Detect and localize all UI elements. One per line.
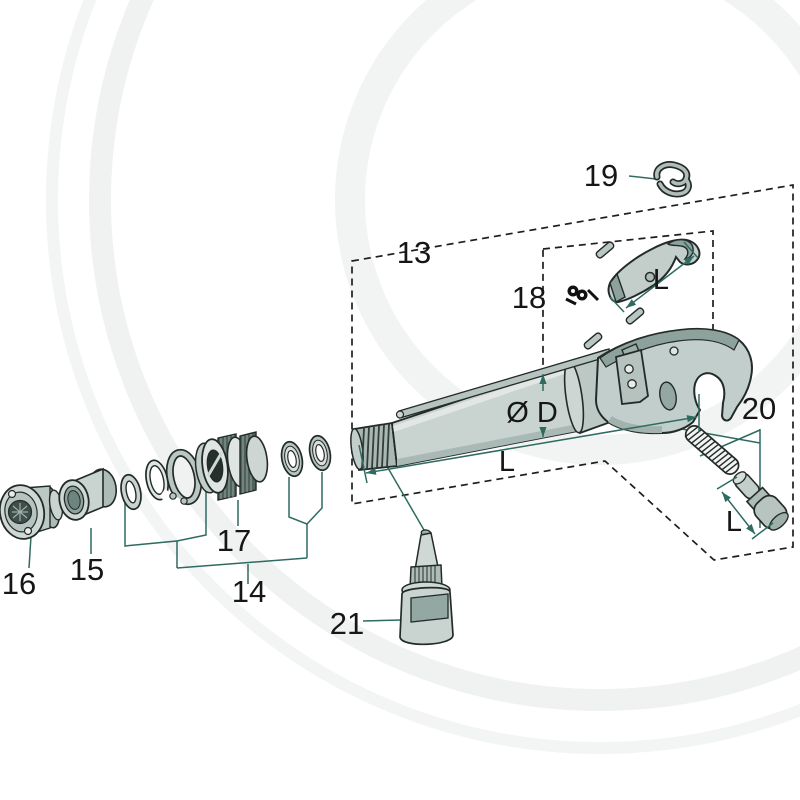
part-17-guide-nut xyxy=(194,431,269,501)
label-13: 13 xyxy=(397,235,431,270)
part-washer xyxy=(145,459,169,501)
part-15-bushing xyxy=(58,467,118,521)
spool-hole xyxy=(23,526,33,536)
part-seal-2 xyxy=(308,434,332,472)
bracket-rings-left xyxy=(124,497,178,568)
label-16: 16 xyxy=(2,566,36,601)
dim-knob-length: L xyxy=(716,476,774,540)
label-15: 15 xyxy=(70,552,104,587)
dashed-box-13 xyxy=(351,183,794,561)
bracket-rings-right-2 xyxy=(306,472,323,525)
pin-3 xyxy=(583,332,603,350)
bracket-rings-right xyxy=(288,477,308,558)
part-o-ring xyxy=(120,473,142,511)
thread-section xyxy=(350,421,398,471)
latch-length-label: L xyxy=(653,264,669,296)
hook-slot xyxy=(659,381,677,411)
label-18: 18 xyxy=(512,280,546,315)
dim-shaft-length: L xyxy=(358,394,700,484)
spring-icon xyxy=(565,285,600,306)
part-21-bottle xyxy=(399,529,454,646)
part-19-clip xyxy=(653,161,692,198)
label-20: 20 xyxy=(742,391,776,426)
shaft-diameter-label: Ø D xyxy=(506,397,558,429)
bottle-nozzle xyxy=(414,532,439,571)
dim-latch-length: L xyxy=(609,241,699,313)
hook-hole xyxy=(669,346,679,356)
label-14: 14 xyxy=(232,574,266,609)
main-shaft-assembly xyxy=(350,327,753,471)
part-16-spool xyxy=(0,484,64,540)
latch-bracket xyxy=(615,343,649,405)
part-18-group: L xyxy=(565,238,701,350)
part-20-spring xyxy=(684,425,740,475)
leader-21 xyxy=(362,619,402,622)
label-19: 19 xyxy=(584,158,618,193)
spool-hole xyxy=(7,489,17,499)
pin-2 xyxy=(625,307,645,325)
shaft-length-label: L xyxy=(499,446,515,478)
part-seal-1 xyxy=(280,440,304,478)
bottle-label xyxy=(410,593,449,623)
label-17: 17 xyxy=(217,523,251,558)
knob-length-label: L xyxy=(726,506,742,538)
pin-1 xyxy=(595,241,615,259)
labels: 13 14 15 16 17 18 19 20 21 xyxy=(2,158,776,641)
leader-16 xyxy=(28,535,32,569)
bracket-rings-left-2 xyxy=(176,490,207,542)
label-21: 21 xyxy=(330,606,364,641)
bracket-14 xyxy=(176,557,308,569)
leader-19 xyxy=(628,175,657,180)
